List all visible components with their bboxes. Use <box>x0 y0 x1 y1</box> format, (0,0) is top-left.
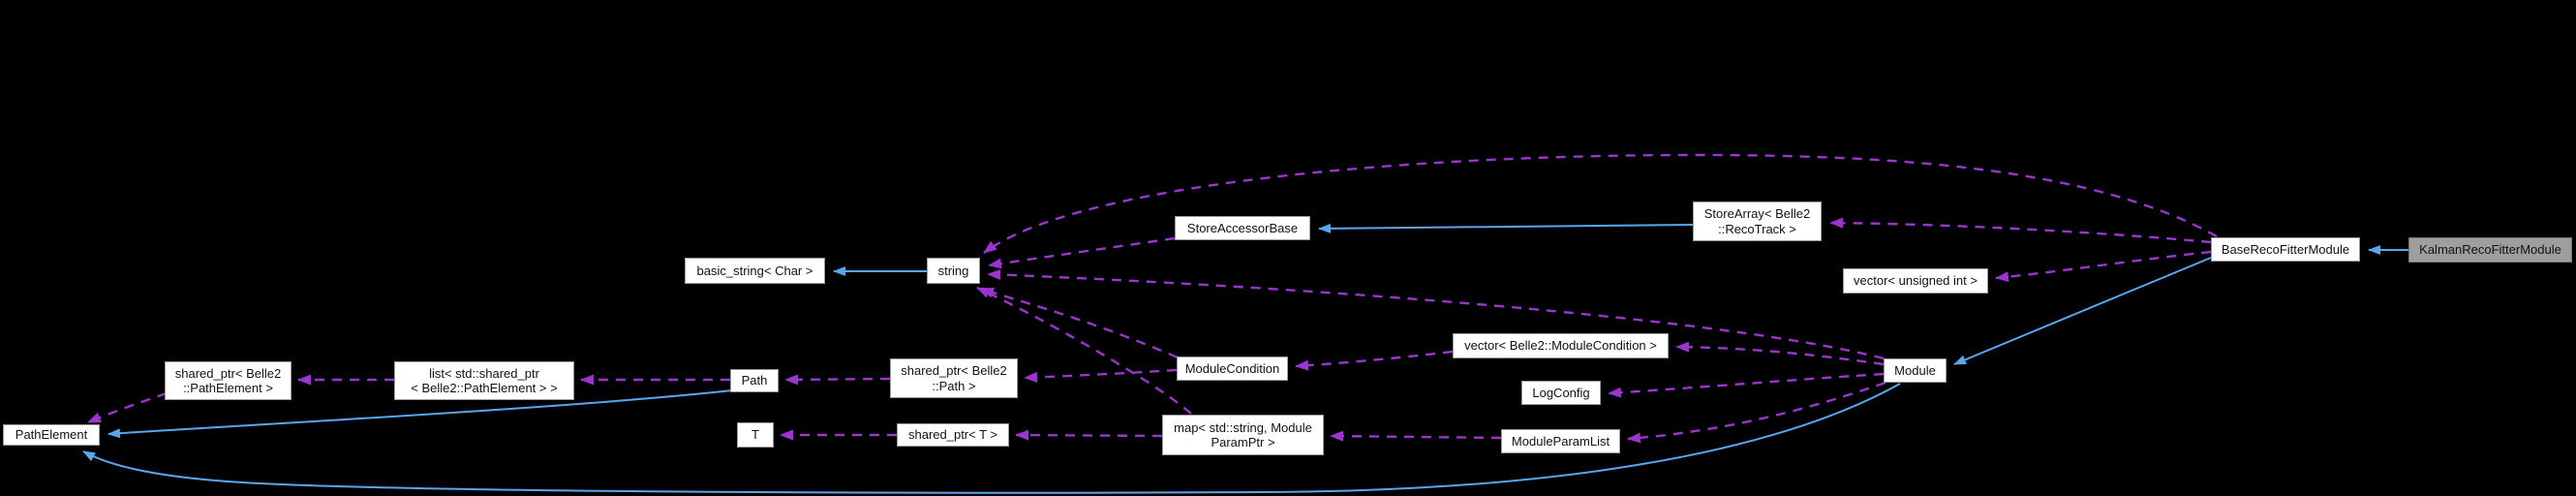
node-shared-ptr-path-label: ::Path > <box>932 378 976 393</box>
node-storeaccessorbase[interactable]: StoreAccessorBase <box>1175 216 1310 240</box>
node-vector-modulecondition-label: vector< Belle2::ModuleCondition > <box>1464 338 1657 354</box>
node-kalmanrecofittermodule: KalmanRecoFitterModule <box>2408 237 2572 263</box>
node-modulecondition-label: ModuleCondition <box>1184 360 1280 376</box>
node-path-label: Path <box>741 373 768 388</box>
node-shared-ptr-path[interactable]: shared_ptr< Belle2::Path > <box>890 358 1018 398</box>
edge-modulecondition-to-string <box>980 287 1179 359</box>
node-shared-ptr-path-label: shared_ptr< Belle2 <box>901 363 1007 378</box>
edge-storearray-to-storeaccessorbase <box>1318 223 1694 233</box>
edge-map-moduleparamptr-to-string <box>976 286 1192 415</box>
edge-shared-ptr-pathelement-to-pathelement <box>87 391 168 424</box>
node-logconfig-label: LogConfig <box>1532 385 1590 400</box>
node-module[interactable]: Module <box>1884 358 1947 383</box>
node-vector-modulecondition[interactable]: vector< Belle2::ModuleCondition > <box>1453 333 1669 358</box>
edge-module-to-pathelement <box>82 383 1901 494</box>
edge-path-to-pathelement <box>107 389 733 439</box>
edge-baserecofittermodule-to-vector-unsigned-int <box>1995 250 2212 283</box>
edge-modulecondition-to-shared-ptr-path <box>1024 368 1178 383</box>
edge-storeaccessorbase-to-string <box>988 236 1176 269</box>
node-t[interactable]: T <box>737 422 774 448</box>
edge-module-to-string <box>987 269 1885 360</box>
node-basic-string[interactable]: basic_string< Char > <box>685 258 825 284</box>
edge-module-to-moduleparamlist <box>1627 381 1886 444</box>
edge-baserecofittermodule-to-module <box>1953 257 2212 365</box>
node-string-label: string <box>937 263 969 278</box>
node-shared-ptr-pathelement-label: shared_ptr< Belle2 <box>174 365 282 381</box>
edge-baserecofittermodule-to-storearray <box>1829 217 2212 244</box>
edge-baserecofittermodule-to-string <box>983 153 2218 254</box>
node-shared-ptr-pathelement[interactable]: shared_ptr< Belle2::PathElement > <box>165 361 291 400</box>
node-pathelement-label: PathElement <box>15 427 88 443</box>
node-storearray-label: StoreArray< Belle2 <box>1703 206 1811 221</box>
node-map-moduleparamptr-label: ParamPtr > <box>1211 435 1275 450</box>
node-vector-unsigned-int[interactable]: vector< unsigned int > <box>1843 268 1988 294</box>
edge-module-to-vector-modulecondition <box>1675 341 1885 366</box>
edge-map-moduleparamptr-to-shared-ptr-t <box>1015 429 1163 441</box>
node-pathelement[interactable]: PathElement <box>3 424 100 446</box>
node-list-shared-ptr[interactable]: list< std::shared_ptr< Belle2::PathEleme… <box>394 361 574 400</box>
node-shared-ptr-pathelement-label: ::PathElement > <box>183 381 273 395</box>
node-baserecofittermodule-label: BaseRecoFitterModule <box>2221 241 2350 257</box>
node-t-label: T <box>751 427 759 443</box>
node-module-label: Module <box>1894 362 1936 378</box>
node-vector-unsigned-int-label: vector< unsigned int > <box>1854 273 1978 289</box>
node-path[interactable]: Path <box>730 369 779 392</box>
edge-moduleparamlist-to-map-moduleparamptr <box>1330 430 1502 442</box>
edge-module-to-logconfig <box>1608 372 1885 398</box>
node-baserecofittermodule[interactable]: BaseRecoFitterModule <box>2211 237 2360 262</box>
node-storearray[interactable]: StoreArray< Belle2::RecoTrack > <box>1693 202 1822 241</box>
node-kalmanrecofittermodule-label: KalmanRecoFitterModule <box>2419 242 2561 258</box>
edge-shared-ptr-path-to-path <box>784 374 891 386</box>
node-list-shared-ptr-label: list< std::shared_ptr <box>429 365 539 381</box>
node-moduleparamlist-label: ModuleParamList <box>1511 433 1610 449</box>
node-modulecondition[interactable]: ModuleCondition <box>1177 356 1288 381</box>
node-logconfig[interactable]: LogConfig <box>1521 381 1601 405</box>
node-map-moduleparamptr-label: map< std::string, Module <box>1174 419 1312 435</box>
edge-vector-modulecondition-to-modulecondition <box>1295 350 1454 371</box>
node-shared-ptr-t[interactable]: shared_ptr< T > <box>897 423 1009 447</box>
node-basic-string-label: basic_string< Char > <box>696 263 813 278</box>
node-string[interactable]: string <box>927 258 980 284</box>
node-shared-ptr-t-label: shared_ptr< T > <box>907 427 998 443</box>
node-storeaccessorbase-label: StoreAccessorBase <box>1186 220 1299 235</box>
node-storearray-label: ::RecoTrack > <box>1718 221 1796 236</box>
node-list-shared-ptr-label: < Belle2::PathElement > > <box>411 381 558 395</box>
node-moduleparamlist[interactable]: ModuleParamList <box>1501 429 1620 453</box>
edges-group <box>82 153 2408 494</box>
